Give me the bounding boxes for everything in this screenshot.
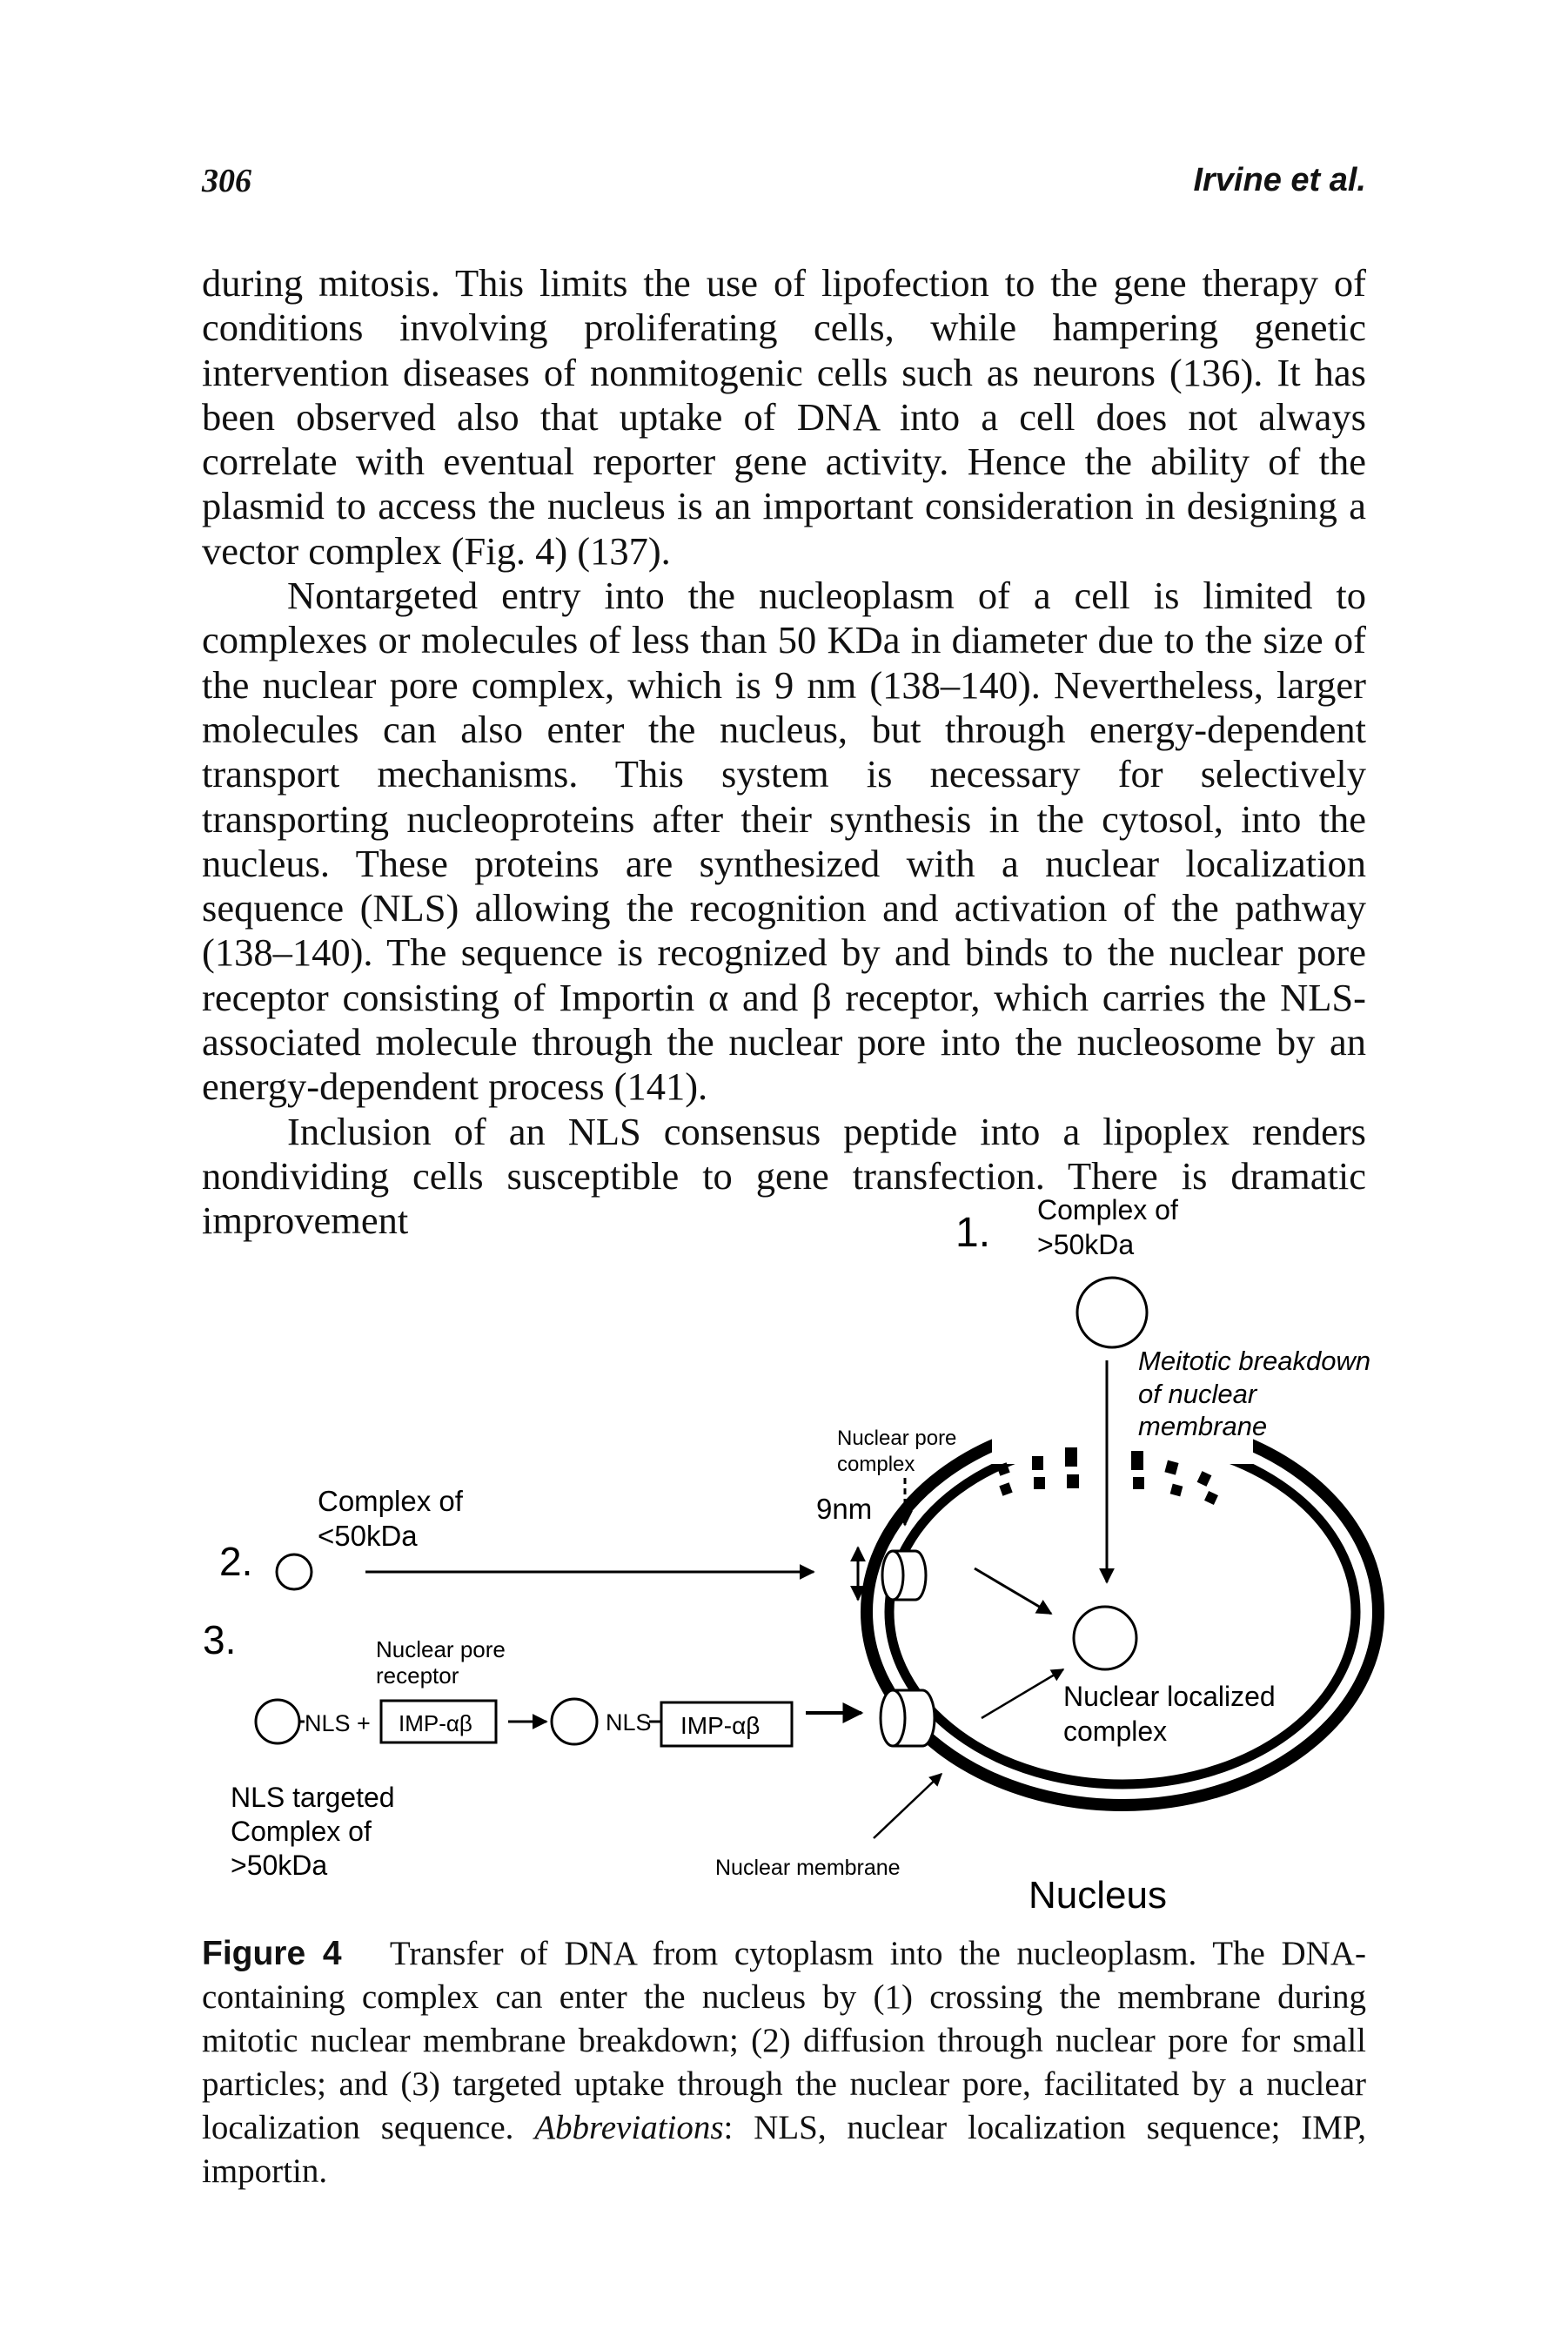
imp-box-1-label: IMP-αβ bbox=[399, 1710, 472, 1736]
paragraph: Inclusion of an NLS consensus peptide in… bbox=[202, 1109, 1366, 1243]
figure-caption: Figure 4 Transfer of DNA from cytoplasm … bbox=[202, 1932, 1366, 2193]
nuclear-pore-upper bbox=[881, 1549, 928, 1601]
membrane-label: Nuclear membrane bbox=[715, 1856, 901, 1880]
caption-label: Figure 4 bbox=[202, 1935, 342, 1972]
body-text: during mitosis. This limits the use of l… bbox=[202, 261, 1366, 1244]
nls-plus-label: NLS + bbox=[305, 1710, 371, 1736]
complex-circle-large bbox=[1075, 1276, 1149, 1349]
membrane-pointer-arrow bbox=[873, 1772, 943, 1839]
membrane-fragments bbox=[996, 1447, 1218, 1505]
caption-text: Transfer of DNA from cytoplasm into the … bbox=[202, 1935, 1367, 2146]
nuclear-envelope bbox=[861, 1401, 1384, 1811]
pore-label: Nuclear pore bbox=[837, 1427, 956, 1450]
targeted-label: >50kDa bbox=[231, 1850, 327, 1881]
targeted-label: Complex of bbox=[231, 1816, 372, 1847]
caption-abbreviations-text: : NLS, nuclear localization sequence; IM… bbox=[202, 2109, 1366, 2190]
localized-complex-circle bbox=[1072, 1605, 1138, 1671]
nls-bound-circle bbox=[550, 1697, 599, 1746]
page-number: 306 bbox=[202, 163, 251, 199]
localized-pointer-arrow bbox=[981, 1668, 1065, 1720]
pore-size-label: 9nm bbox=[816, 1493, 872, 1525]
nls-bound-label: NLS bbox=[606, 1709, 652, 1736]
localized-label: Nuclear localized bbox=[1063, 1681, 1276, 1712]
route-1-note: Meitotic breakdown bbox=[1138, 1346, 1370, 1376]
targeted-label: NLS targeted bbox=[231, 1782, 395, 1813]
route-2-label: <50kDa bbox=[318, 1520, 418, 1552]
nuclear-pore-lower bbox=[879, 1689, 936, 1748]
running-author: Irvine et al. bbox=[1193, 162, 1366, 198]
route-1-note: membrane bbox=[1138, 1411, 1267, 1441]
route-1-note: of nuclear bbox=[1138, 1379, 1258, 1409]
nucleus-label: Nucleus bbox=[1029, 1874, 1167, 1917]
complex-circle-small bbox=[275, 1553, 313, 1591]
route-2-label: Complex of bbox=[318, 1485, 464, 1517]
imp-box-2-label: IMP-αβ bbox=[680, 1712, 760, 1739]
running-head: 306 Irvine et al. bbox=[202, 162, 1366, 204]
caption-abbreviations-label: Abbreviations bbox=[534, 2109, 724, 2146]
imp-box-1 bbox=[379, 1699, 498, 1744]
receptor-label: Nuclear pore bbox=[376, 1636, 506, 1662]
receptor-label: receptor bbox=[376, 1662, 459, 1689]
paragraph: during mitosis. This limits the use of l… bbox=[202, 261, 1366, 573]
nls-complex-circle bbox=[254, 1698, 301, 1745]
pore-label: complex bbox=[837, 1453, 915, 1476]
imp-box-2 bbox=[660, 1701, 794, 1748]
route-3-number: 3. bbox=[203, 1617, 236, 1662]
localized-label: complex bbox=[1063, 1716, 1167, 1747]
paragraph: Nontargeted entry into the nucleoplasm o… bbox=[202, 574, 1366, 1109]
diffusion-arrow bbox=[974, 1567, 1053, 1615]
route-2-number: 2. bbox=[219, 1539, 252, 1584]
